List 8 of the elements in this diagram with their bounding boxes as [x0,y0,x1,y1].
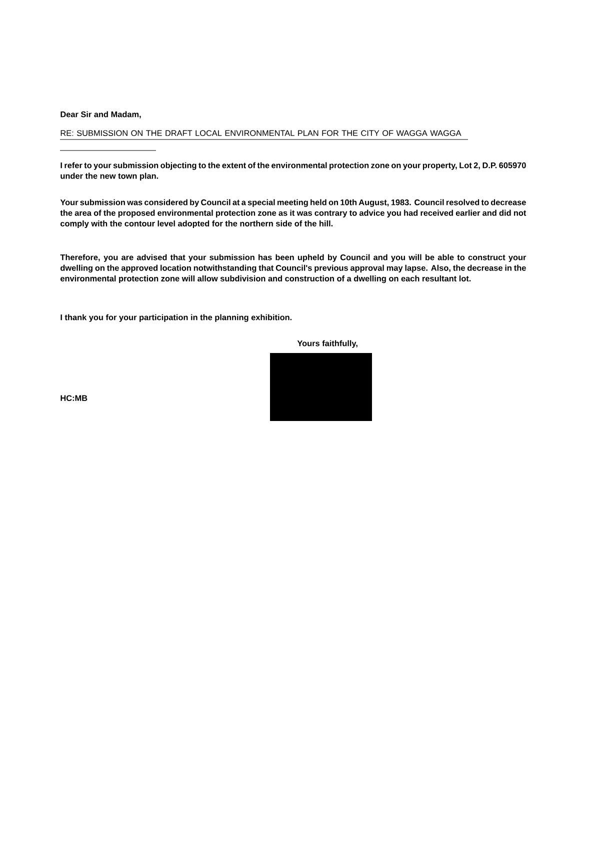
letter-paragraph: Your submission was considered by Council at a special meeting held on 10th August, 1983. Council resolved to decrease the area of the proposed environmental protection zone as it was contrary to advice you had received earlier and did not comply with the contour level adopted for the northern side of the hill. [60,199,526,228]
reference-initials: HC:MB [60,395,88,401]
letter-paragraph: Therefore, you are advised that your submission has been upheld by Council and you will be able to construct your dwelling on the approved location notwithstanding that Council's previous approval may lapse. Also, the decrease in the environmental protection zone will allow subdivision and construction of a dwelling on each resultant lot. [60,254,526,284]
letter-paragraph: I refer to your submission objecting to the extent of the environmental protection zone on your property, Lot 2, D.P. 605970 under the new town plan. [60,162,526,180]
closing: Yours faithfully, [297,340,358,348]
letter-paragraph: I thank you for your participation in the planning exhibition. [60,314,292,322]
salutation: Dear Sir and Madam, [60,111,141,118]
subject-heading: RE: SUBMISSION ON THE DRAFT LOCAL ENVIRONMENTAL PLAN FOR THE CITY OF WAGGA WAGGA [60,130,462,136]
